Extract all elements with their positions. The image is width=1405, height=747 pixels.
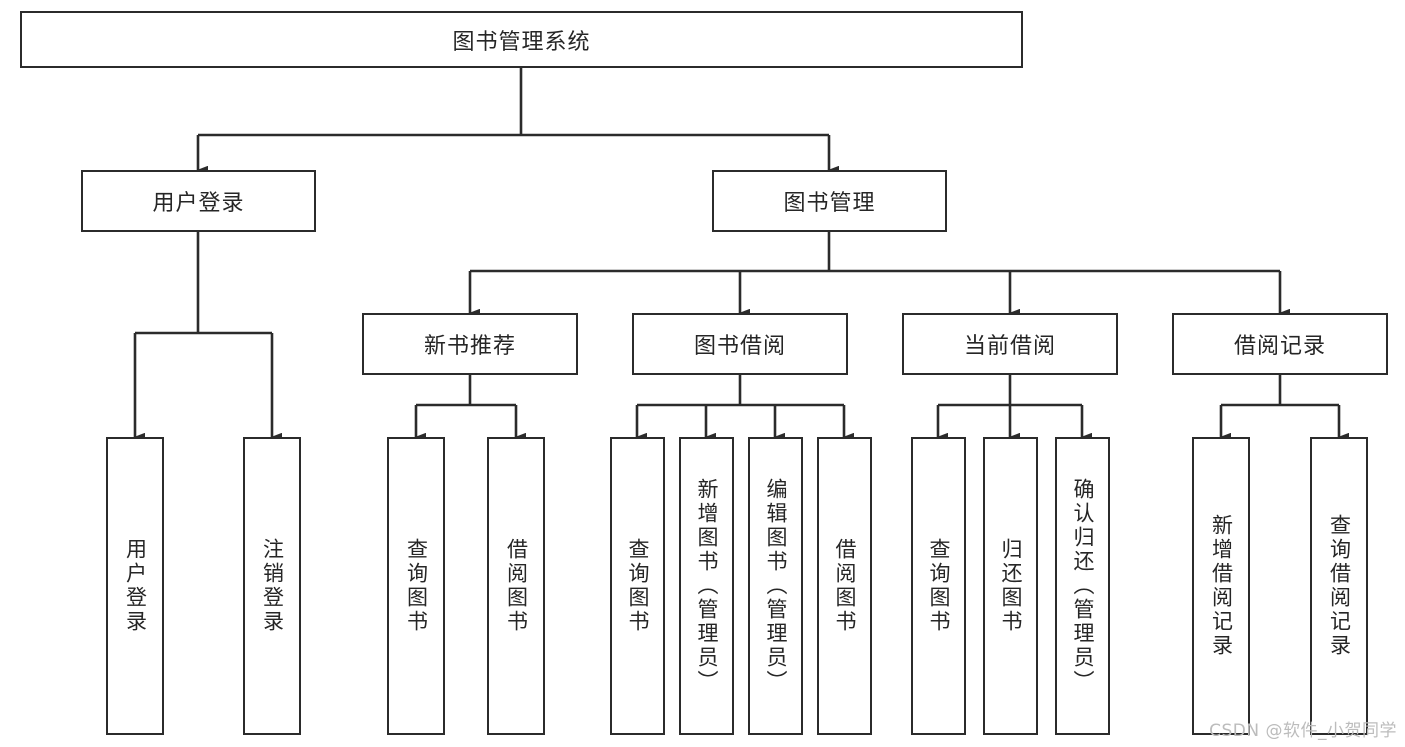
leaf-recommend-query-book[interactable]: 查询图书 bbox=[387, 437, 445, 735]
node-label: 图书管理系统 bbox=[452, 29, 591, 55]
node-current-borrow[interactable]: 当前借阅 bbox=[902, 313, 1118, 375]
node-label: 新增图书（管理员） bbox=[695, 478, 719, 694]
leaf-borrow-query-book[interactable]: 查询图书 bbox=[610, 437, 665, 735]
leaf-current-query-book[interactable]: 查询图书 bbox=[911, 437, 966, 735]
node-borrow-record[interactable]: 借阅记录 bbox=[1172, 313, 1388, 375]
node-label: 借阅图书 bbox=[504, 538, 529, 634]
node-label: 图书借阅 bbox=[693, 334, 786, 359]
node-label: 借阅图书 bbox=[833, 538, 857, 634]
node-book-borrow[interactable]: 图书借阅 bbox=[632, 313, 848, 375]
leaf-record-add-borrow-record[interactable]: 新增借阅记录 bbox=[1192, 437, 1250, 735]
node-label: 查询图书 bbox=[927, 538, 951, 634]
node-label: 新增借阅记录 bbox=[1209, 514, 1234, 658]
leaf-user-logout[interactable]: 注销登录 bbox=[243, 437, 301, 735]
csdn-watermark: CSDN @软件_小贺同学 bbox=[1209, 721, 1397, 741]
node-label: 注销登录 bbox=[260, 538, 285, 634]
leaf-current-confirm-return-admin[interactable]: 确认归还（管理员） bbox=[1055, 437, 1110, 735]
node-book-manage[interactable]: 图书管理 bbox=[712, 170, 947, 232]
node-label: 查询图书 bbox=[626, 538, 650, 634]
node-label: 确认归还（管理员） bbox=[1071, 478, 1095, 694]
node-label: 查询图书 bbox=[404, 538, 429, 634]
node-label: 新书推荐 bbox=[423, 334, 516, 359]
node-label: 编辑图书（管理员） bbox=[764, 478, 788, 694]
node-label: 用户登录 bbox=[123, 538, 148, 634]
node-label: 用户登录 bbox=[152, 191, 245, 216]
node-label: 图书管理 bbox=[783, 191, 876, 216]
leaf-borrow-add-book-admin[interactable]: 新增图书（管理员） bbox=[679, 437, 734, 735]
node-label: 借阅记录 bbox=[1233, 334, 1326, 359]
node-user-login[interactable]: 用户登录 bbox=[81, 170, 316, 232]
node-label: 查询借阅记录 bbox=[1327, 514, 1352, 658]
node-label: 归还图书 bbox=[999, 538, 1023, 634]
leaf-borrow-borrow-book[interactable]: 借阅图书 bbox=[817, 437, 872, 735]
node-label: 当前借阅 bbox=[963, 334, 1056, 359]
leaf-record-query-borrow-record[interactable]: 查询借阅记录 bbox=[1310, 437, 1368, 735]
leaf-current-return-book[interactable]: 归还图书 bbox=[983, 437, 1038, 735]
leaf-user-login[interactable]: 用户登录 bbox=[106, 437, 164, 735]
leaf-recommend-borrow-book[interactable]: 借阅图书 bbox=[487, 437, 545, 735]
node-new-book-recommend[interactable]: 新书推荐 bbox=[362, 313, 578, 375]
leaf-borrow-edit-book-admin[interactable]: 编辑图书（管理员） bbox=[748, 437, 803, 735]
node-root-system[interactable]: 图书管理系统 bbox=[20, 11, 1023, 68]
